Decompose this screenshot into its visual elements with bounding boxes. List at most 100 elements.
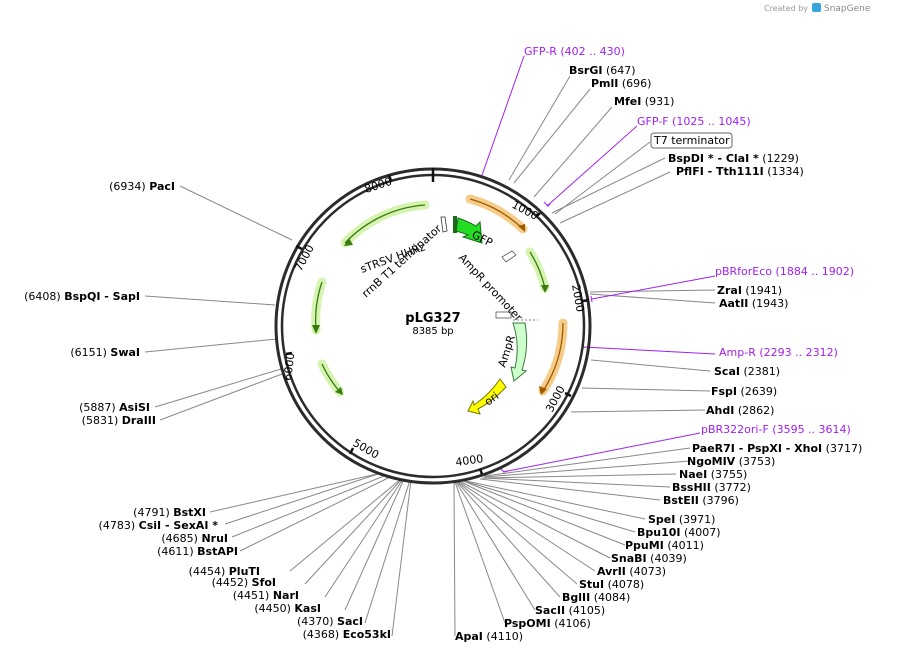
primer-name: GFP-R	[524, 45, 557, 58]
enzyme-position: (6151)	[70, 346, 107, 359]
enzyme-label-26: (4370) SacI	[297, 615, 363, 628]
primer-position: (1025 .. 1045)	[672, 115, 751, 128]
enzyme-label-18: SnaBI (4039)	[611, 552, 687, 565]
enzyme-position: (4611)	[157, 545, 194, 558]
enzyme-label-6: AatII (1943)	[719, 297, 788, 310]
enzyme-position: (1941)	[745, 284, 782, 297]
enzyme-position: (4451)	[233, 589, 270, 602]
primer-label-3: Amp-R (2293 .. 2312)	[719, 346, 838, 359]
enzyme-label-2: MfeI (931)	[614, 95, 674, 108]
tick-2000: 2000	[569, 283, 587, 313]
enzyme-position: (3971)	[679, 513, 716, 526]
enzyme-name: NaeI	[679, 468, 707, 481]
enzyme-position: (4454)	[189, 565, 226, 578]
enzyme-name: SpeI	[648, 513, 675, 526]
feature-rrnb-marker	[440, 216, 448, 233]
enzyme-name: ApaI	[455, 630, 483, 643]
enzyme-name: NgoMIV	[687, 455, 736, 468]
enzyme-position: (647)	[606, 64, 636, 77]
enzyme-label-3: BspDI * - ClaI * (1229)	[668, 152, 799, 165]
enzyme-position: (4084)	[594, 591, 631, 604]
enzyme-label-37: (6151) SwaI	[70, 346, 140, 359]
credit-brand: SnapGene	[824, 4, 871, 14]
enzyme-name: SacI	[337, 615, 363, 628]
enzyme-position: (4368)	[303, 628, 340, 641]
enzyme-label-27: (4450) KasI	[254, 602, 321, 615]
enzyme-name: PmlI	[591, 77, 618, 90]
enzyme-position: (2639)	[741, 385, 778, 398]
primer-position: (1884 .. 1902)	[776, 265, 855, 278]
enzyme-name: BspDI * - ClaI *	[668, 152, 759, 165]
primer-label-0: GFP-R (402 .. 430)	[524, 45, 625, 58]
feature-label-gfp: GFP	[470, 228, 495, 250]
enzyme-position: (4073)	[629, 565, 666, 578]
primer-labels: GFP-R (402 .. 430) GFP-F (1025 .. 1045) pB…	[524, 45, 854, 436]
enzyme-label-36: (5887) AsiSI	[79, 401, 150, 414]
enzyme-name: PflFI - Tth111I	[676, 165, 764, 178]
primer-label-1: GFP-F (1025 .. 1045)	[637, 115, 751, 128]
enzyme-label-34: (4791) BstXI	[133, 506, 206, 519]
enzyme-name: Eco53kI	[343, 628, 391, 641]
enzyme-name: BspQI - SapI	[64, 290, 140, 303]
enzyme-label-24: ApaI (4110)	[455, 630, 523, 643]
feature-gfp	[455, 217, 483, 244]
enzyme-position: (3772)	[714, 481, 751, 494]
enzyme-label-13: BssHII (3772)	[672, 481, 751, 494]
feature-ampr-promoter	[501, 250, 517, 263]
tick-4000: 4000	[455, 452, 485, 469]
enzyme-position: (6934)	[109, 180, 146, 193]
credit-prefix: Created by	[764, 4, 808, 13]
enzyme-name: KasI	[294, 602, 321, 615]
feature-label-ampr: AmpR	[495, 333, 518, 369]
enzyme-position: (4078)	[608, 578, 645, 591]
enzyme-name: BstEII	[663, 494, 699, 507]
enzyme-position: (4685)	[161, 532, 198, 545]
enzyme-label-0: BsrGI (647)	[569, 64, 636, 77]
enzyme-label-17: PpuMI (4011)	[625, 539, 704, 552]
enzyme-label-15: SpeI (3971)	[648, 513, 715, 526]
enzyme-position: (5887)	[79, 401, 116, 414]
enzyme-name: FspI	[711, 385, 737, 398]
primer-position: (3595 .. 3614)	[772, 423, 851, 436]
enzyme-name: AatII	[719, 297, 748, 310]
enzyme-position: (4110)	[486, 630, 523, 643]
enzyme-name: BssHII	[672, 481, 711, 494]
primer-name: Amp-R	[719, 346, 756, 359]
feature-label-ampr-promoter: AmpR promoter	[456, 251, 525, 324]
primer-label-2: pBRforEco (1884 .. 1902)	[715, 265, 854, 278]
enzyme-name: ScaI	[714, 365, 740, 378]
enzyme-label-11: NgoMIV (3753)	[687, 455, 775, 468]
enzyme-name: BsrGI	[569, 64, 602, 77]
enzyme-position: (1229)	[762, 152, 799, 165]
enzyme-position: (3755)	[711, 468, 748, 481]
enzyme-name: PaeR7I - PspXI - XhoI	[692, 442, 822, 455]
enzyme-label-9: AhdI (2862)	[706, 404, 774, 417]
enzyme-label-35: (5831) DraIII	[82, 414, 156, 427]
enzyme-name: AvrII	[597, 565, 626, 578]
enzyme-name: SwaI	[110, 346, 140, 359]
enzyme-name: SnaBI	[611, 552, 647, 565]
feature-ori	[467, 378, 507, 415]
enzyme-position: (4011)	[667, 539, 704, 552]
enzyme-position: (4105)	[569, 604, 606, 617]
plasmid-length: 8385 bp	[412, 326, 453, 337]
enzyme-name: AhdI	[706, 404, 734, 417]
backbone-ticks	[285, 168, 590, 475]
orf-arcs	[311, 200, 550, 397]
enzyme-label-22: SacII (4105)	[535, 604, 605, 617]
enzyme-position: (4452)	[212, 576, 249, 589]
enzyme-position: (4039)	[650, 552, 687, 565]
enzyme-position: (6408)	[24, 290, 61, 303]
enzyme-label-23: PspOMI (4106)	[504, 617, 591, 630]
enzyme-label-38: (6408) BspQI - SapI	[24, 290, 140, 303]
enzyme-position: (4791)	[133, 506, 170, 519]
enzyme-position: (1943)	[752, 297, 789, 310]
enzyme-position: (5831)	[82, 414, 119, 427]
enzyme-position: (2381)	[743, 365, 780, 378]
enzyme-label-8: FspI (2639)	[711, 385, 777, 398]
enzyme-labels: BsrGI (647)PmlI (696)MfeI (931)BspDI * -…	[24, 64, 862, 643]
feature-strsv	[453, 216, 457, 233]
enzyme-position: (4106)	[554, 617, 591, 630]
primer-name: pBRforEco	[715, 265, 772, 278]
